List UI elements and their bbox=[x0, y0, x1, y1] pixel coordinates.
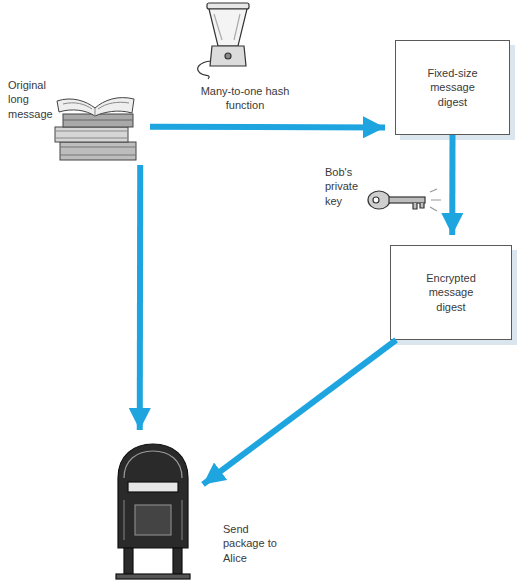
books-illustration bbox=[55, 98, 136, 160]
encrypted-digest-box: Encrypted message digest bbox=[390, 245, 512, 340]
flow-arrow bbox=[137, 165, 143, 430]
node-text: Encrypted message digest bbox=[415, 271, 487, 314]
key-illustration bbox=[368, 189, 441, 211]
flow-arrow bbox=[449, 135, 455, 235]
flow-arrow bbox=[203, 340, 396, 484]
caption-label: Bob's private key bbox=[325, 165, 373, 208]
blender-illustration bbox=[198, 3, 249, 79]
digest-box: Fixed-size message digest bbox=[395, 40, 510, 135]
node-text: Original long message bbox=[8, 78, 54, 121]
mailbox-node: Send package to Alice bbox=[110, 440, 195, 580]
message-source: Original long message bbox=[52, 82, 150, 165]
flow-arrow bbox=[150, 124, 385, 131]
caption-label: Many-to-one hash function bbox=[193, 84, 297, 113]
node-text: Fixed-size message digest bbox=[417, 66, 489, 109]
node-text: Send package to Alice bbox=[223, 522, 283, 565]
mailbox-illustration bbox=[116, 444, 190, 579]
